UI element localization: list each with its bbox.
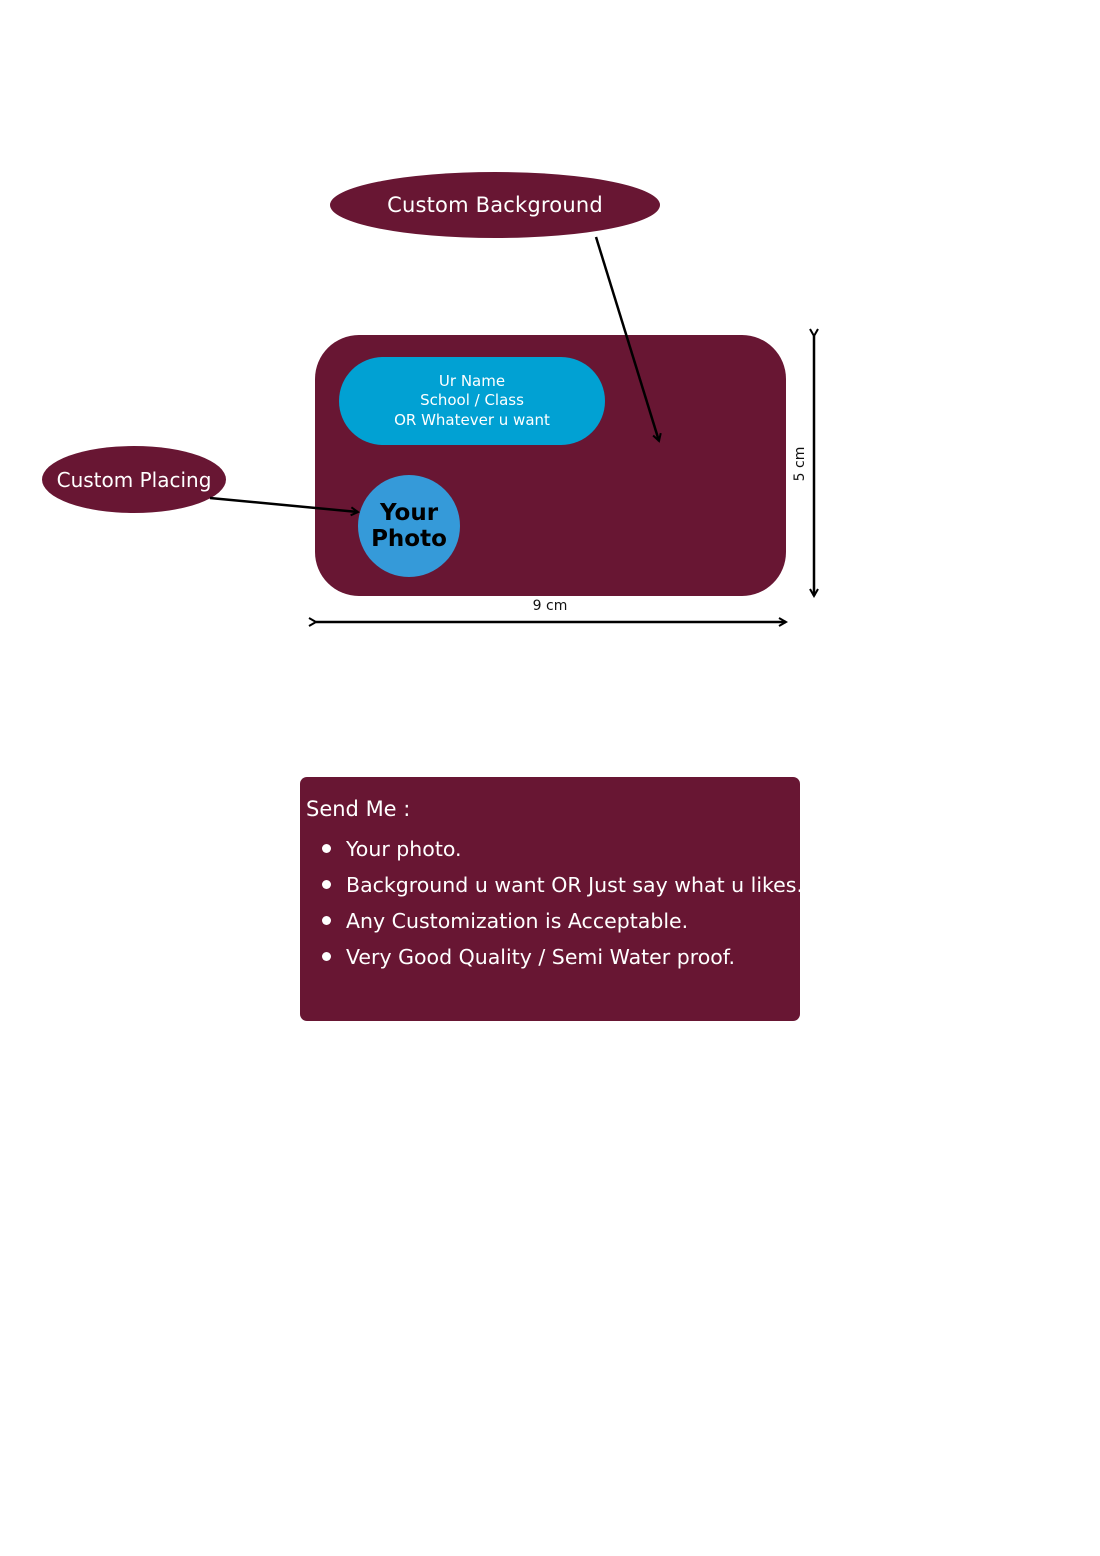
send-me-list: Your photo. Background u want OR Just sa… (300, 831, 803, 975)
height-dimension-label: 5 cm (792, 446, 808, 482)
list-item-text: Very Good Quality / Semi Water proof. (346, 945, 736, 969)
school-class-line: School / Class (420, 391, 524, 410)
list-item: Your photo. (300, 831, 803, 867)
photo-placeholder: Your Photo (358, 475, 460, 577)
custom-placing-label: Custom Placing (56, 467, 212, 492)
whatever-line: OR Whatever u want (394, 410, 550, 429)
custom-background-label: Custom Background (387, 193, 603, 217)
list-item-text: Background u want OR Just say what u lik… (346, 873, 803, 897)
list-item: Any Customization is Acceptable. (300, 903, 803, 939)
list-item-text: Your photo. (346, 837, 462, 861)
bullet-icon (322, 880, 331, 889)
name-line: Ur Name (438, 371, 506, 390)
bullet-icon (322, 916, 331, 925)
bullet-icon (322, 844, 331, 853)
width-dimension-label: 9 cm (532, 598, 568, 614)
custom-background-callout: Custom Background (330, 172, 660, 238)
name-text-pill: Ur Name School / Class OR Whatever u wan… (339, 357, 605, 445)
photo-label-line-2: Photo (371, 526, 447, 552)
photo-label-line-1: Your (379, 500, 439, 526)
list-item: Background u want OR Just say what u lik… (300, 867, 803, 903)
background-pointer-arrow (594, 236, 659, 441)
send-me-title: Send Me : (306, 797, 411, 821)
custom-placing-callout: Custom Placing (42, 446, 226, 513)
bullet-icon (322, 952, 331, 961)
list-item-text: Any Customization is Acceptable. (346, 909, 689, 933)
send-me-box: Send Me : Your photo. Background u want … (300, 777, 803, 1021)
placing-pointer-arrow (209, 496, 358, 512)
list-item: Very Good Quality / Semi Water proof. (300, 939, 803, 975)
